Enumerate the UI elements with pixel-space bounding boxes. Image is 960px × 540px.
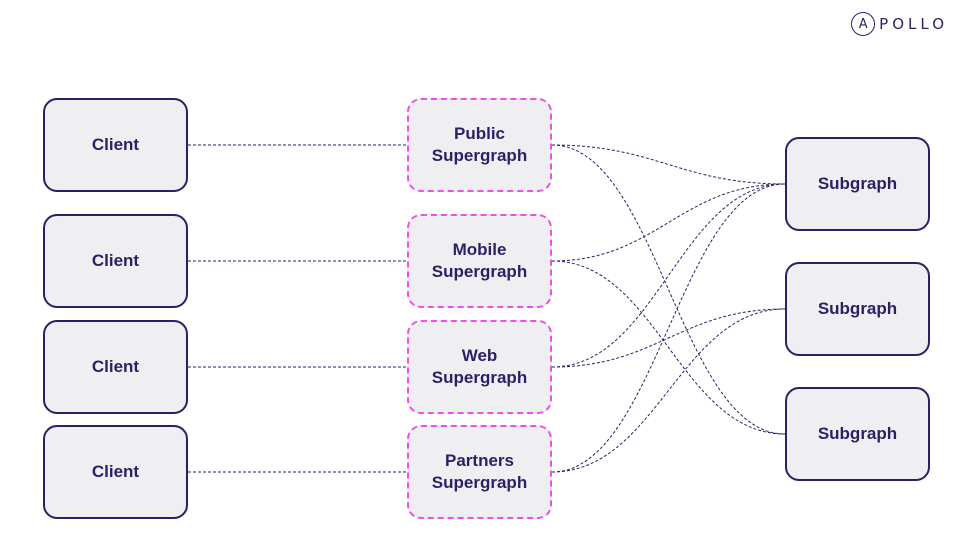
node-label: Subgraph [817, 424, 898, 443]
node-label: Client [91, 462, 140, 481]
node-label: Mobile Supergraph [431, 240, 528, 281]
apollo-logo: A POLLO [851, 12, 948, 36]
node-label: Subgraph [817, 174, 898, 193]
client-node-2[interactable]: Client [43, 214, 188, 308]
node-label: Client [91, 251, 140, 270]
client-node-1[interactable]: Client [43, 98, 188, 192]
supergraph-node-public[interactable]: Public Supergraph [407, 98, 552, 192]
subgraph-node-2[interactable]: Subgraph [785, 262, 930, 356]
supergraph-subgraph-link-4 [551, 260, 786, 435]
supergraph-subgraph-link-1 [551, 144, 786, 185]
node-label: Partners Supergraph [431, 451, 528, 492]
supergraph-node-partners[interactable]: Partners Supergraph [407, 425, 552, 519]
supergraph-subgraph-link-6 [551, 308, 786, 368]
node-label: Subgraph [817, 299, 898, 318]
logo-wordmark: POLLO [879, 15, 948, 33]
node-label: Web Supergraph [431, 346, 528, 387]
client-node-4[interactable]: Client [43, 425, 188, 519]
logo-mark-icon: A [851, 12, 876, 36]
supergraph-subgraph-link-7 [551, 183, 786, 473]
client-node-3[interactable]: Client [43, 320, 188, 414]
node-label: Client [91, 135, 140, 154]
node-label: Client [91, 357, 140, 376]
supergraph-subgraph-link-2 [551, 144, 786, 435]
subgraph-node-1[interactable]: Subgraph [785, 137, 930, 231]
supergraph-subgraph-link-3 [551, 183, 786, 262]
node-label: Public Supergraph [431, 124, 528, 165]
supergraph-subgraph-link-8 [551, 308, 786, 473]
supergraph-node-mobile[interactable]: Mobile Supergraph [407, 214, 552, 308]
subgraph-node-3[interactable]: Subgraph [785, 387, 930, 481]
supergraph-node-web[interactable]: Web Supergraph [407, 320, 552, 414]
supergraph-subgraph-link-5 [551, 183, 786, 368]
